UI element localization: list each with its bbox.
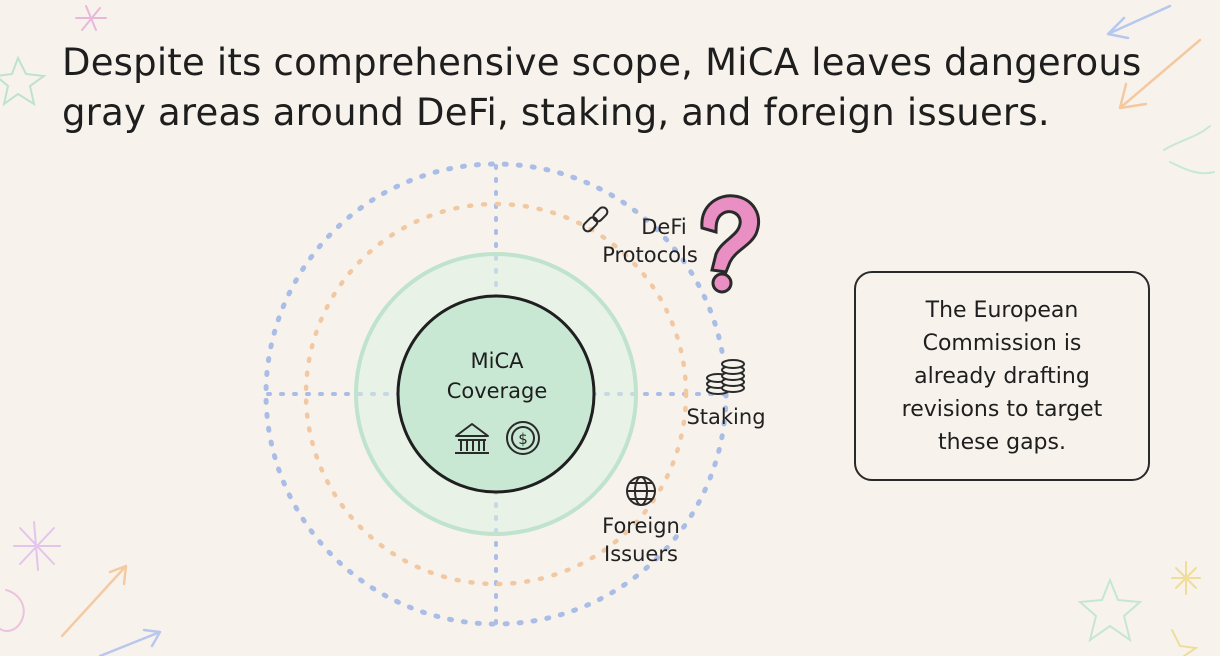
coin-stack-icon — [706, 359, 745, 395]
outer-dotted-ring — [263, 161, 729, 627]
decoration-swirl-bottom-left — [0, 589, 25, 633]
dollar-coin-icon: $ — [506, 421, 540, 455]
foreign-issuers-label-line-1: Foreign — [602, 514, 680, 538]
headline: Despite its comprehensive scope, MiCA le… — [62, 38, 1142, 138]
question-mark-icon — [700, 194, 760, 294]
decoration-star-bottom-right — [1077, 577, 1143, 643]
headline-line-2: gray areas around DeFi, staking, and for… — [62, 91, 1050, 134]
core-label-line-1: MiCA — [471, 349, 525, 373]
chain-link-icon — [582, 206, 609, 233]
callout-text: The European Commission is already draft… — [901, 297, 1103, 455]
headline-line-1: Despite its comprehensive scope, MiCA le… — [62, 41, 1142, 84]
gray-area-staking: Staking — [676, 403, 776, 431]
gray-area-defi: DeFi Protocols — [588, 213, 712, 269]
decoration-arrow-bottom-left — [60, 564, 128, 638]
core-label-line-2: Coverage — [447, 379, 548, 403]
coverage-core — [396, 294, 596, 494]
staking-label: Staking — [686, 405, 766, 429]
decoration-arrow-right — [1118, 38, 1202, 110]
decoration-star-top-left — [0, 55, 47, 107]
defi-label-line-2: Protocols — [602, 243, 698, 267]
callout-box: The European Commission is already draft… — [854, 271, 1150, 481]
decoration-squiggle-right — [1163, 125, 1215, 175]
foreign-issuers-label-line-2: Issuers — [604, 542, 678, 566]
globe-icon — [626, 476, 656, 506]
decoration-arrow-top-right — [1106, 4, 1172, 40]
decoration-arrow-bottom-left-2 — [98, 628, 162, 656]
decoration-sparkle-bottom-left — [13, 521, 61, 571]
gray-area-foreign-issuers: Foreign Issuers — [584, 512, 698, 568]
crosshair-lines — [266, 164, 730, 628]
inner-dotted-ring — [303, 201, 689, 587]
defi-label-line-1: DeFi — [641, 215, 687, 239]
decoration-sparkle-top-left — [75, 5, 107, 31]
bank-icon — [455, 423, 489, 454]
decoration-sparkle-bottom-right — [1171, 561, 1201, 656]
svg-text:$: $ — [518, 430, 528, 448]
